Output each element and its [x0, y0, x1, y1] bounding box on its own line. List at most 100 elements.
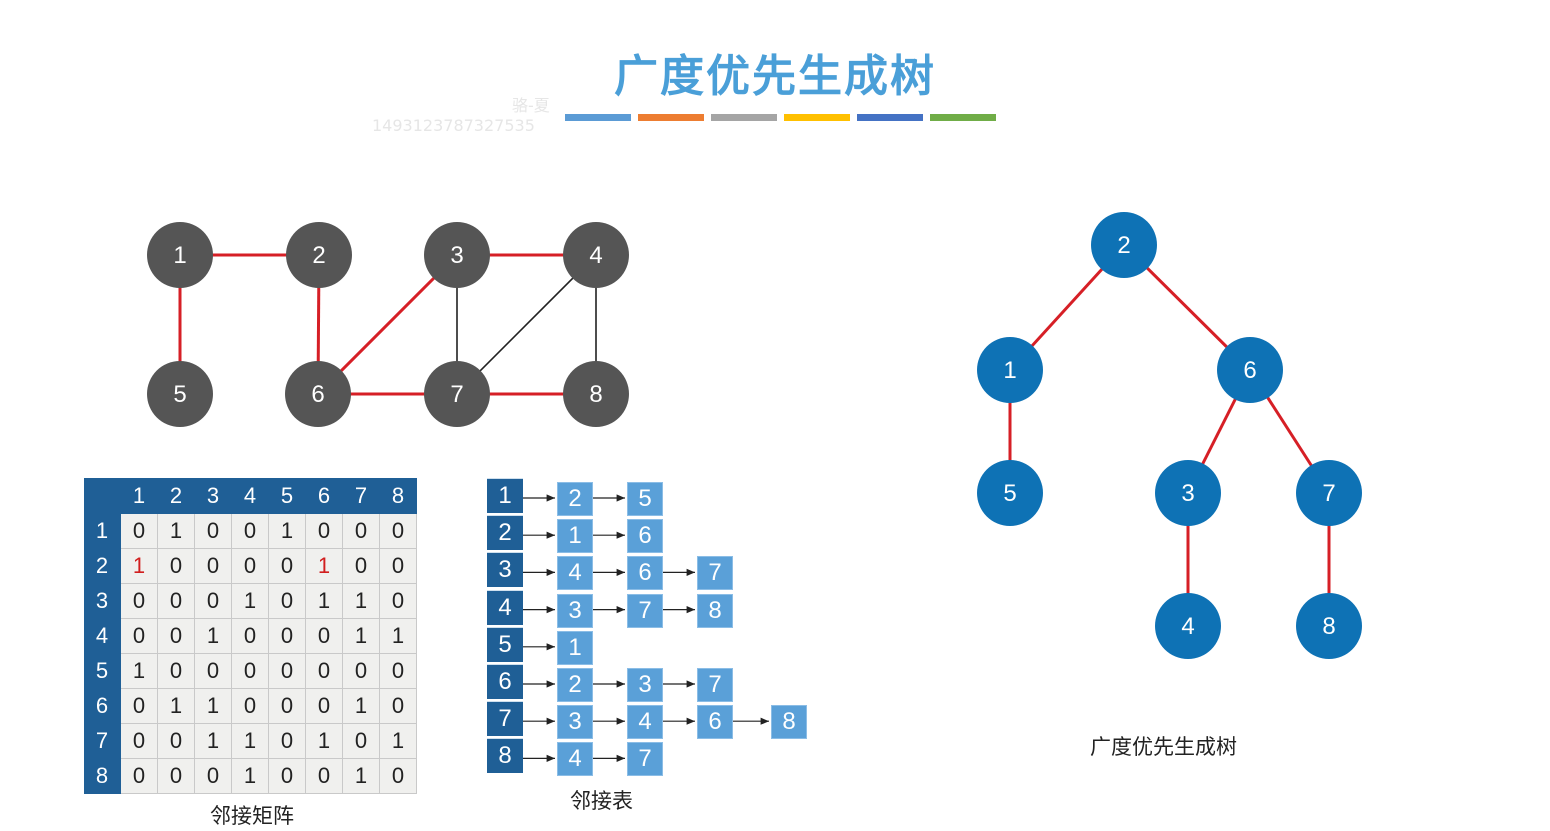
- matrix-cell: 0: [268, 583, 306, 619]
- adjacency-list-caption: 邻接表: [570, 789, 633, 813]
- matrix-cell: 1: [231, 723, 269, 759]
- matrix-cell: 1: [379, 723, 417, 759]
- matrix-cell: 0: [231, 688, 269, 724]
- tree-node-6: 6: [1217, 337, 1283, 403]
- matrix-cell: 0: [379, 513, 417, 549]
- tree-node-8-label: 8: [1322, 613, 1335, 640]
- graph-node-2: 2: [286, 222, 352, 288]
- matrix-col-header: 7: [342, 478, 380, 514]
- matrix-row-header: 6: [84, 688, 121, 724]
- tree-node-4: 4: [1155, 593, 1221, 659]
- title-color-bar: [930, 114, 996, 121]
- tree-node-1-circle: [977, 337, 1043, 403]
- matrix-cell: 0: [231, 513, 269, 549]
- matrix-row-header: 4: [84, 618, 121, 654]
- matrix-cell: 0: [268, 618, 306, 654]
- adjacency-list-node: 3: [627, 668, 663, 702]
- graph-node-6-circle: [285, 361, 351, 427]
- adjacency-list-node: 3: [557, 593, 593, 628]
- adjacency-list-node: 7: [627, 593, 663, 628]
- matrix-cell: 0: [268, 548, 306, 584]
- matrix-cell: 0: [120, 583, 158, 619]
- adjacency-list-node: 6: [627, 519, 663, 554]
- adjacency-list-node: 7: [627, 742, 663, 777]
- tree-node-1: 1: [977, 337, 1043, 403]
- adjacency-list-node: 8: [697, 593, 733, 628]
- tree-node-3-label: 3: [1181, 480, 1194, 507]
- matrix-col-header: 6: [305, 478, 343, 514]
- adjacency-list-node: 7: [697, 668, 733, 702]
- matrix-cell: 0: [157, 618, 195, 654]
- matrix-cell: 0: [231, 618, 269, 654]
- adjacency-list-node: 1: [557, 519, 593, 554]
- adjacency-list-arrows: [523, 494, 769, 762]
- matrix-cell: 0: [305, 653, 343, 689]
- matrix-cell: 0: [120, 688, 158, 724]
- matrix-cell: 0: [379, 653, 417, 689]
- matrix-cell: 1: [231, 583, 269, 619]
- matrix-cell: 0: [120, 723, 158, 759]
- matrix-cell: 1: [342, 688, 380, 724]
- title-color-bar: [784, 114, 850, 121]
- adjacency-list-head: 5: [487, 626, 523, 662]
- adjacency-list-head: 8: [487, 738, 523, 774]
- graph-node-3: 3: [424, 222, 490, 288]
- matrix-cell: 0: [157, 583, 195, 619]
- matrix-cell: 0: [120, 758, 158, 794]
- graph-node-1-circle: [147, 222, 213, 288]
- matrix-cell: 1: [305, 723, 343, 759]
- graph-node-6-label: 6: [311, 381, 324, 408]
- tree-node-8: 8: [1296, 593, 1362, 659]
- matrix-corner: [84, 478, 121, 514]
- matrix-cell: 0: [268, 653, 306, 689]
- graph-node-5-label: 5: [173, 381, 186, 408]
- tree-node-5-circle: [977, 460, 1043, 526]
- matrix-cell: 1: [342, 583, 380, 619]
- graph-node-1-label: 1: [173, 242, 186, 269]
- matrix-cell: 0: [342, 723, 380, 759]
- graph-node-1: 1: [147, 222, 213, 288]
- graph-node-7-label: 7: [450, 381, 463, 408]
- tree-node-1-label: 1: [1003, 357, 1016, 384]
- matrix-cell: 0: [157, 548, 195, 584]
- matrix-cell: 0: [120, 618, 158, 654]
- tree-node-2: 2: [1091, 212, 1157, 278]
- matrix-cell: 0: [194, 758, 232, 794]
- matrix-cell: 0: [157, 653, 195, 689]
- matrix-cell: 1: [194, 688, 232, 724]
- matrix-cell: 1: [342, 758, 380, 794]
- matrix-row-header: 2: [84, 548, 121, 584]
- matrix-cell: 0: [305, 688, 343, 724]
- matrix-col-header: 3: [194, 478, 232, 514]
- matrix-cell: 0: [305, 758, 343, 794]
- matrix-cell: 1: [157, 513, 195, 549]
- adjacency-list-head: 7: [487, 701, 523, 737]
- tree-node-2-circle: [1091, 212, 1157, 278]
- graph-node-8-circle: [563, 361, 629, 427]
- matrix-cell: 0: [231, 548, 269, 584]
- title-color-bar: [638, 114, 704, 121]
- matrix-cell: 0: [342, 513, 380, 549]
- matrix-cell: 1: [231, 758, 269, 794]
- matrix-cell: 0: [268, 688, 306, 724]
- adjacency-list-head: 4: [487, 589, 523, 625]
- adjacency-list-node: 7: [697, 556, 733, 591]
- adjacency-list-node: 2: [557, 482, 593, 516]
- matrix-col-header: 5: [268, 478, 306, 514]
- matrix-cell: 0: [305, 513, 343, 549]
- adjacency-list-node: 2: [557, 668, 593, 702]
- matrix-row-header: 3: [84, 583, 121, 619]
- adjacency-list-head: 6: [487, 664, 523, 699]
- graph-node-7-circle: [424, 361, 490, 427]
- graph-node-8-label: 8: [589, 381, 602, 408]
- matrix-cell: 0: [194, 583, 232, 619]
- adjacency-list-head: 3: [487, 552, 523, 588]
- adjacency-list-node: 8: [771, 705, 807, 740]
- matrix-cell: 0: [268, 723, 306, 759]
